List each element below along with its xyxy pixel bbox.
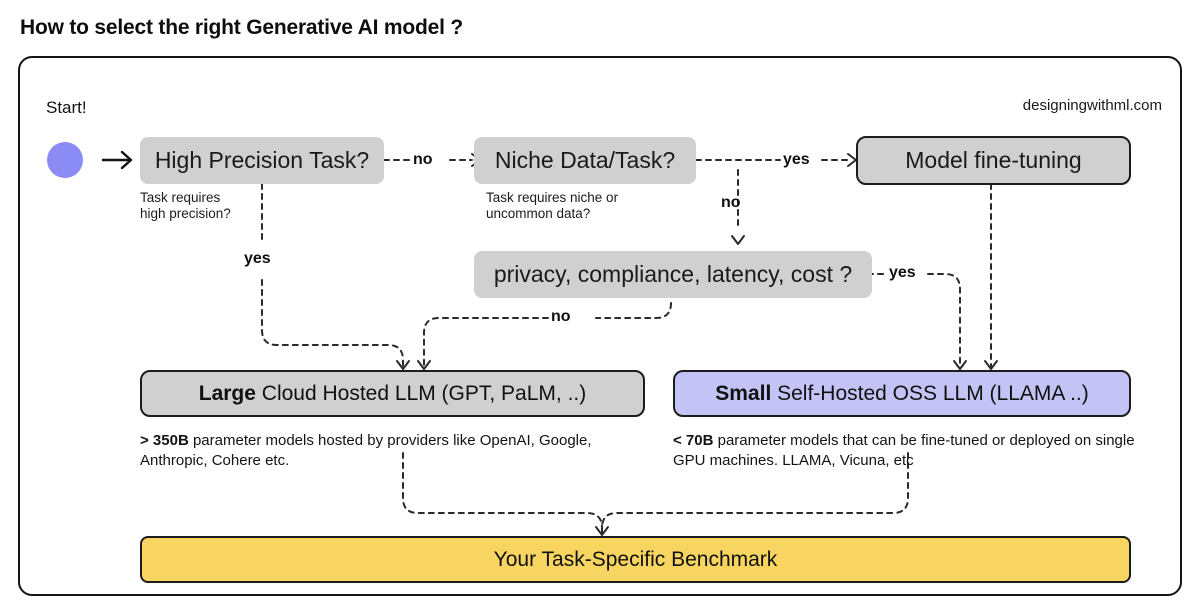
arrowhead-finetune-in [847,153,857,167]
start-arrow-icon [102,150,133,170]
caption-small-llm-bold: < 70B [673,432,714,449]
arrowhead-small-in-b [984,360,998,370]
node-privacy-label: privacy, compliance, latency, cost ? [493,261,853,287]
node-model-fine-tuning[interactable]: Model fine-tuning [856,136,1131,185]
edge-label-precision-no: no [413,151,433,168]
node-niche-data-label: Niche Data/Task? [494,147,676,173]
node-small-selfhosted-llm[interactable]: Small Self-Hosted OSS LLM (LLAMA ..) [673,370,1131,417]
edge-privacy-no-b [423,317,549,369]
node-niche-data-task[interactable]: Niche Data/Task? [474,137,696,184]
edge-privacy-yes-b [927,273,961,369]
node-small-llm-label: Small Self-Hosted OSS LLM (LLAMA ..) [715,382,1088,406]
note-niche-data-line1: Task requires niche or [486,190,619,205]
caption-large-llm-rest: parameter models hosted by providers lik… [140,432,592,469]
node-large-llm-label: Large Cloud Hosted LLM (GPT, PaLM, ..) [199,382,586,406]
edge-label-privacy-yes: yes [889,264,916,281]
note-niche-data-line2: uncommon data? [486,206,591,221]
edge-label-niche-yes: yes [783,151,810,168]
node-high-precision-task[interactable]: High Precision Task? [140,137,384,184]
edge-label-niche-no: no [721,194,741,211]
node-large-llm-label-bold: Large [198,381,256,405]
page-title: How to select the right Generative AI mo… [20,16,463,39]
caption-small-llm-rest: parameter models that can be fine-tuned … [673,432,1135,469]
edge-precision-yes-to-large [261,329,404,369]
note-niche-data: Task requires niche or uncommon data? [486,190,716,222]
node-high-precision-label: High Precision Task? [154,147,370,173]
note-high-precision-line1: Task requires [140,190,221,205]
watermark: designingwithml.com [1022,97,1162,114]
caption-large-llm: > 350B parameter models hosted by provid… [140,431,640,471]
caption-small-llm: < 70B parameter models that can be fine-… [673,431,1143,471]
note-high-precision-line2: high precision? [140,206,231,221]
edge-privacy-no-a [595,302,672,319]
start-label: Start! [46,98,87,117]
node-small-llm-label-bold: Small [715,381,772,405]
node-large-cloud-llm[interactable]: Large Cloud Hosted LLM (GPT, PaLM, ..) [140,370,645,417]
node-large-llm-label-rest: Cloud Hosted LLM (GPT, PaLM, ..) [255,381,587,405]
start-node [47,142,83,178]
diagram-canvas: Start! designingwithml.com [18,56,1182,596]
arrowhead-privacy-in [731,235,745,245]
arrowhead-benchmark-in [595,526,609,536]
node-task-specific-benchmark[interactable]: Your Task-Specific Benchmark [140,536,1131,583]
node-benchmark-label: Your Task-Specific Benchmark [493,547,778,571]
edge-label-precision-yes: yes [244,250,271,267]
node-fine-tuning-label: Model fine-tuning [905,147,1082,173]
caption-large-llm-bold: > 350B [140,432,189,449]
node-small-llm-label-rest: Self-Hosted OSS LLM (LLAMA ..) [771,381,1089,405]
arrowhead-large-in-b [417,360,431,370]
arrowhead-small-in-a [953,360,967,370]
edge-label-privacy-no: no [551,308,571,325]
node-privacy-compliance[interactable]: privacy, compliance, latency, cost ? [474,251,872,298]
note-high-precision: Task requires high precision? [140,190,320,222]
arrowhead-large-in-a [396,360,410,370]
